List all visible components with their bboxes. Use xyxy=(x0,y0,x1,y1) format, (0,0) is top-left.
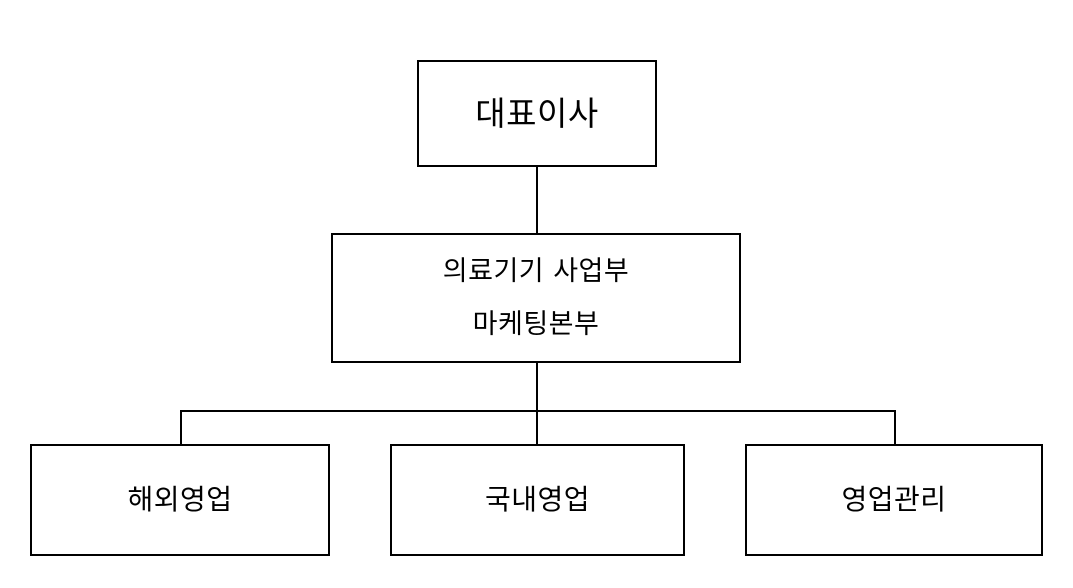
connector-bus-to-domestic-sales xyxy=(536,410,538,444)
org-node-domestic-sales[interactable]: 국내영업 xyxy=(390,444,685,556)
org-node-ceo[interactable]: 대표이사 xyxy=(417,60,657,167)
org-node-overseas-sales[interactable]: 해외영업 xyxy=(30,444,330,556)
connector-division-to-bus xyxy=(536,363,538,411)
connector-bus-to-sales-admin xyxy=(894,410,896,444)
org-node-sales-admin[interactable]: 영업관리 xyxy=(745,444,1043,556)
org-node-domestic-sales-label: 국내영업 xyxy=(484,482,591,516)
org-node-division-label-line2: 마케팅본부 xyxy=(472,308,600,340)
org-node-ceo-label: 대표이사 xyxy=(475,93,599,133)
connector-ceo-to-division xyxy=(536,167,538,233)
org-node-overseas-sales-label: 해외영업 xyxy=(127,482,233,516)
org-node-division-label-line1: 의료기기 사업부 xyxy=(442,256,630,288)
org-node-division[interactable]: 의료기기 사업부 마케팅본부 xyxy=(331,233,741,363)
connector-horizontal-bus xyxy=(180,410,896,412)
org-node-sales-admin-label: 영업관리 xyxy=(841,482,947,516)
connector-bus-to-overseas-sales xyxy=(180,410,182,444)
